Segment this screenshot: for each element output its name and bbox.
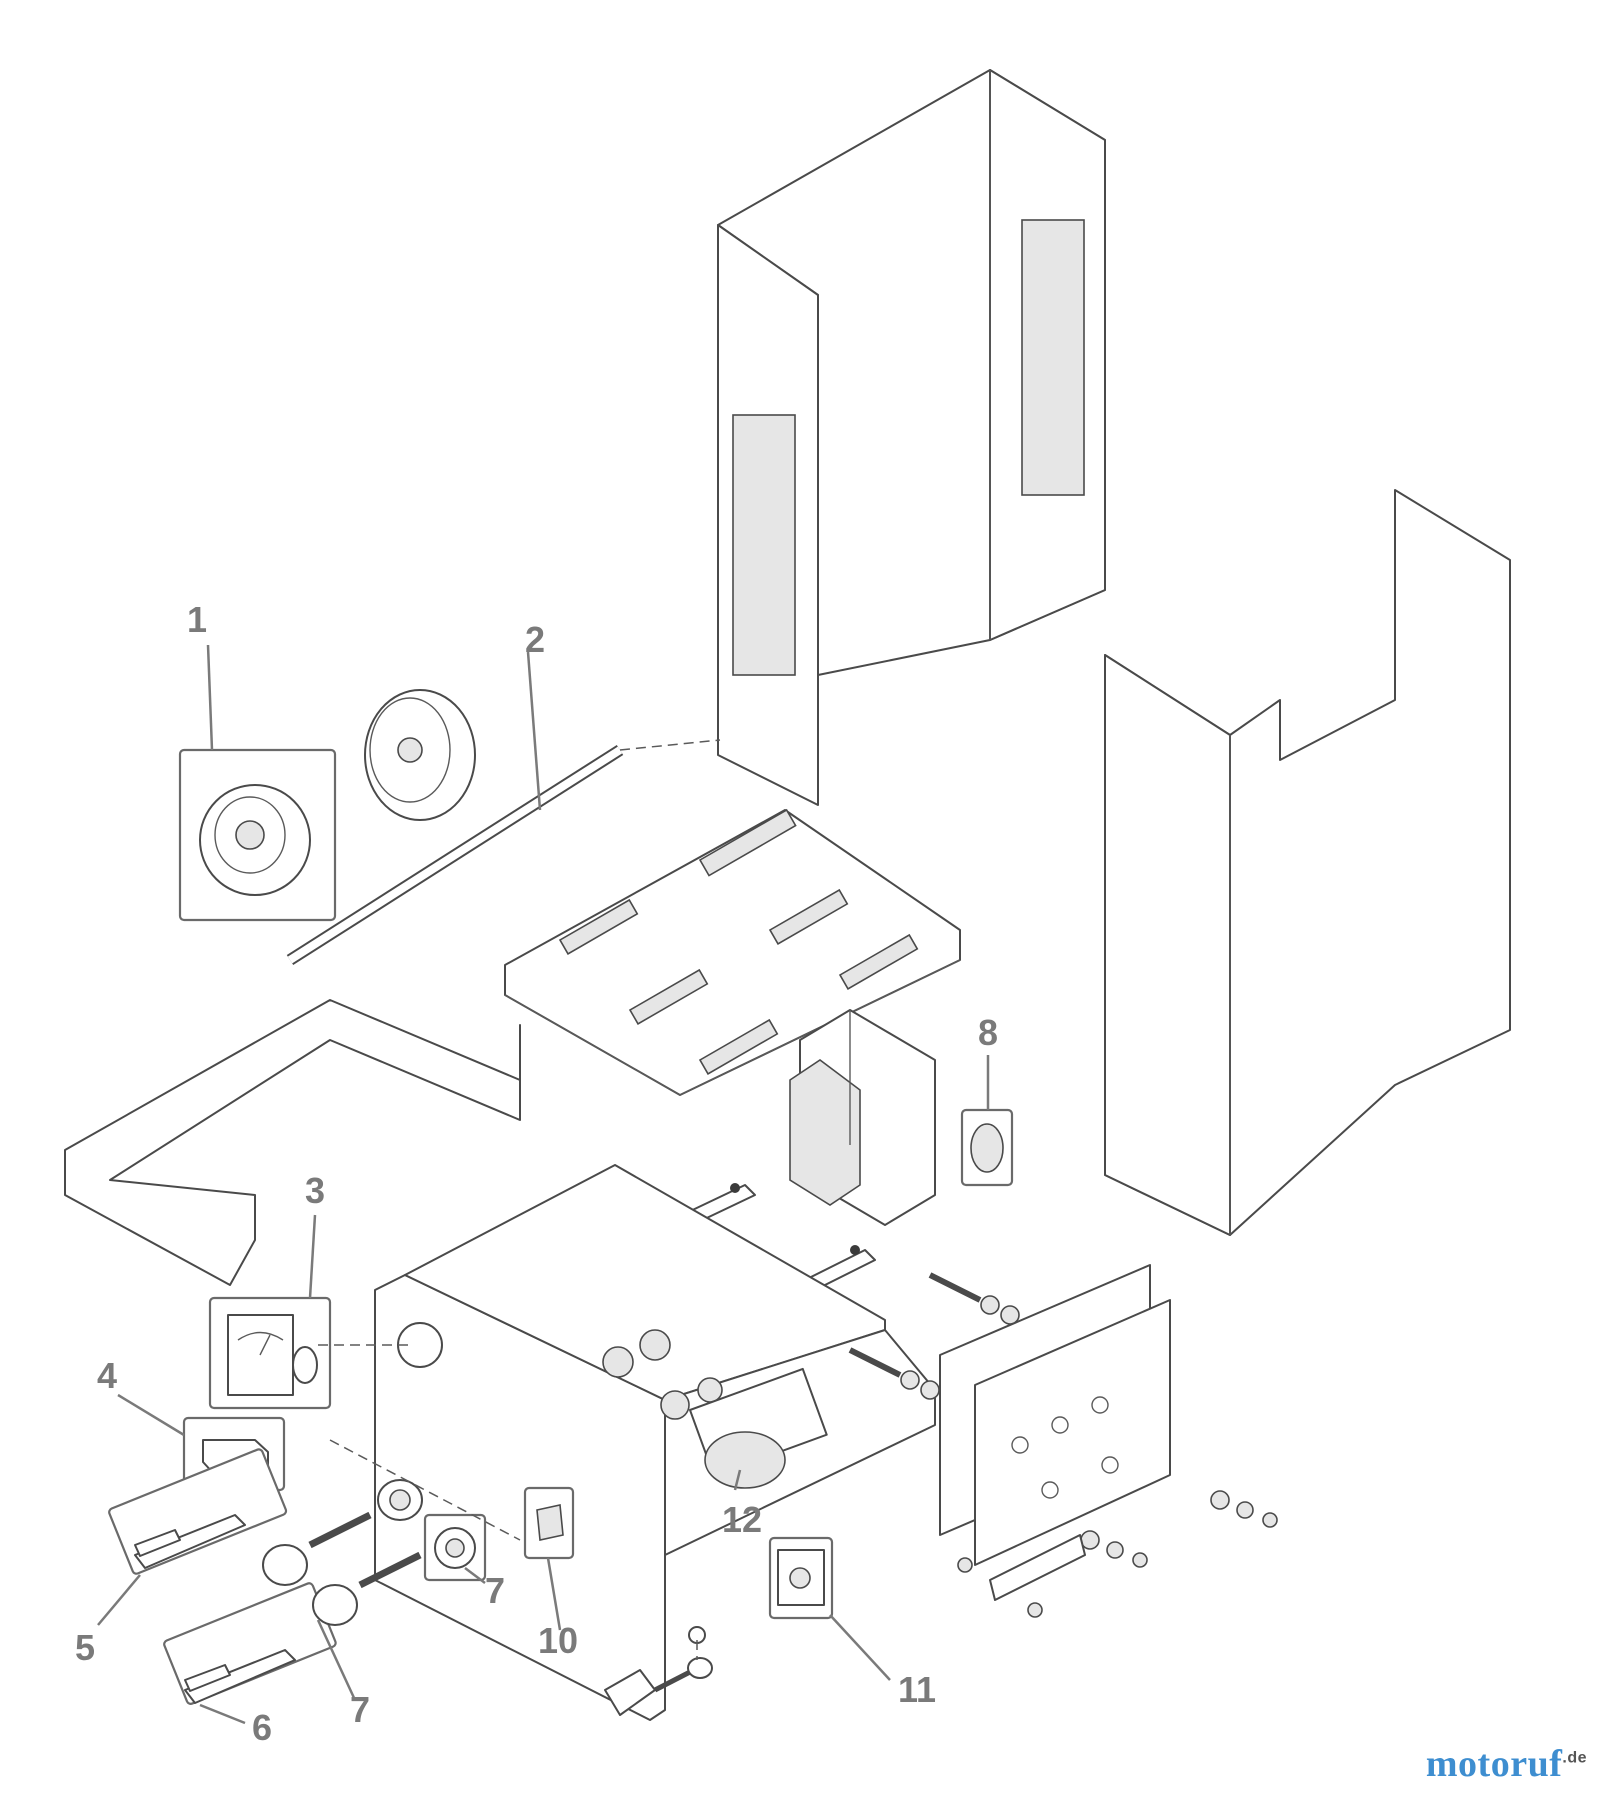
watermark-logo-text: motoruf [1425, 1743, 1563, 1785]
timer-switch [777, 1549, 825, 1606]
carry-handle [64, 999, 521, 1286]
callout-2: 2 [525, 619, 545, 660]
battery-clamp-black [184, 1649, 296, 1704]
thermal-switch [970, 1123, 1004, 1173]
terminal-socket [434, 1527, 476, 1569]
side-cover-panel [1104, 489, 1511, 1236]
callout-12: 12 [722, 1499, 762, 1540]
axle-rod [286, 744, 624, 966]
battery-clamp-red [134, 1514, 246, 1569]
selector-switch [536, 1504, 564, 1541]
callout-7-lower: 7 [350, 1689, 370, 1730]
vent-slots-left [732, 414, 796, 676]
rear-cover-panel [717, 69, 1106, 806]
leader-lines [97, 644, 990, 1725]
callout-6: 6 [252, 1707, 272, 1748]
callout-7-upper: 7 [485, 1570, 505, 1611]
callout-8: 8 [978, 1012, 998, 1053]
base-tray [504, 808, 961, 1096]
terminal-knob-upper [262, 1511, 372, 1586]
power-plug [604, 1657, 713, 1716]
watermark-logo-suffix: .de [1562, 1749, 1587, 1767]
vent-slots-right [1021, 219, 1085, 496]
ammeter [227, 1314, 318, 1396]
rectifier-plates [939, 1264, 1171, 1566]
callout-1: 1 [187, 599, 207, 640]
callout-10: 10 [538, 1620, 578, 1661]
callout-4: 4 [97, 1355, 117, 1396]
callout-5: 5 [75, 1627, 95, 1668]
callout-labels: 1 2 3 4 5 6 7 7 8 10 11 12 [75, 599, 998, 1748]
front-chassis [374, 1164, 936, 1721]
wheel [364, 689, 476, 821]
wheel-hub-detail [199, 784, 311, 896]
callout-11: 11 [898, 1669, 936, 1710]
terminal-knob-lower [312, 1551, 422, 1626]
watermark-logo: motoruf.de [1426, 1742, 1587, 1786]
bolt-set-right [848, 1272, 1278, 1618]
terminal-insulator [377, 1479, 423, 1521]
callout-3: 3 [305, 1170, 325, 1211]
transformer [789, 1009, 936, 1226]
